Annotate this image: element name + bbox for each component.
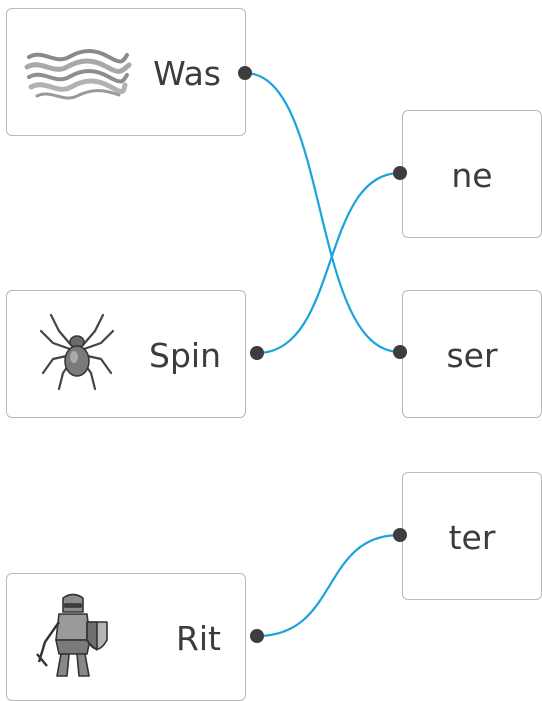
syllable-ter: ter (448, 518, 496, 557)
syllable-card-ne[interactable]: ne (402, 110, 542, 238)
connector-dot-ser[interactable] (393, 345, 407, 359)
connector-dot-ne[interactable] (393, 166, 407, 180)
connection-line-rit-ter (256, 533, 401, 638)
water-waves-icon (23, 45, 133, 109)
word-card-spin[interactable]: Spin (6, 290, 246, 418)
connection-line-spin-ne (256, 171, 401, 355)
connector-dot-was[interactable] (238, 66, 252, 80)
word-fragment-was: Was (153, 54, 221, 93)
word-card-rit[interactable]: Rit (6, 573, 246, 701)
syllable-card-ser[interactable]: ser (402, 290, 542, 418)
connection-line-was-ser (244, 71, 401, 354)
word-card-was[interactable]: Was (6, 8, 246, 136)
spider-icon (37, 309, 119, 397)
word-fragment-spin: Spin (149, 336, 221, 375)
connector-dot-rit[interactable] (250, 629, 264, 643)
syllable-card-ter[interactable]: ter (402, 472, 542, 600)
knight-icon (35, 592, 115, 686)
connector-dot-spin[interactable] (250, 346, 264, 360)
syllable-ne: ne (451, 156, 493, 195)
connector-dot-ter[interactable] (393, 528, 407, 542)
syllable-ser: ser (446, 336, 498, 375)
word-fragment-rit: Rit (175, 619, 221, 658)
